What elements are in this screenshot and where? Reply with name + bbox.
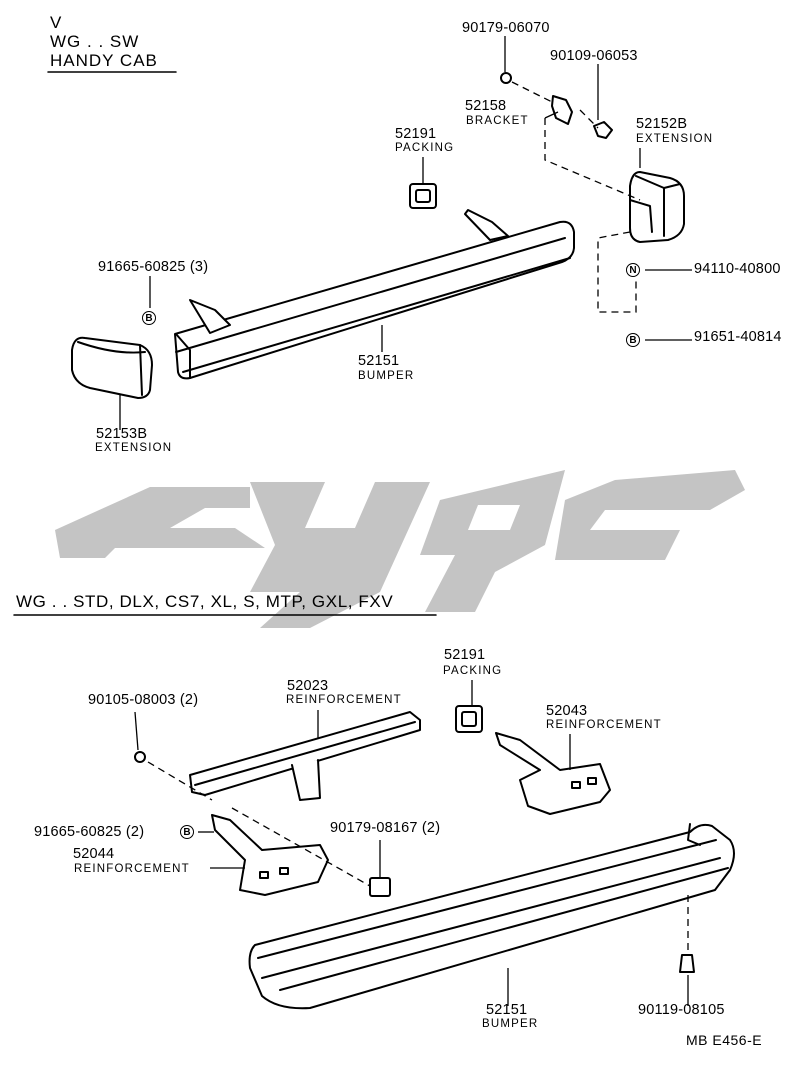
label-52023: 52023 xyxy=(287,678,329,694)
reinforcement-52043 xyxy=(495,732,611,815)
b-symbol-bottom: B xyxy=(180,825,194,839)
header-top-line3: HANDY CAB xyxy=(50,51,158,70)
label-packing-top: PACKING xyxy=(395,142,455,154)
label-52043: 52043 xyxy=(546,703,588,719)
header-top-line2: WG . . SW xyxy=(50,32,140,51)
extension-right xyxy=(629,171,685,243)
label-packing-bottom: PACKING xyxy=(443,665,503,677)
watermark-logo xyxy=(55,470,745,628)
label-52044: 52044 xyxy=(73,846,115,862)
label-52191-bottom: 52191 xyxy=(444,647,486,663)
label-90105-08003: 90105-08003 (2) xyxy=(88,692,199,708)
footer-code: MB E456-E xyxy=(686,1032,763,1048)
label-90179-08167: 90179-08167 (2) xyxy=(330,820,441,836)
label-90119-08105: 90119-08105 xyxy=(638,1002,725,1018)
b-symbol-top: B xyxy=(142,311,156,325)
bolt-90105 xyxy=(134,751,146,763)
bumper-beam-top xyxy=(174,209,575,380)
label-extension-right: EXTENSION xyxy=(636,133,714,145)
label-91665-60825-2: 91665-60825 (2) xyxy=(34,824,145,840)
label-94110-40800: 94110-40800 xyxy=(694,261,781,277)
reinforcement-52023 xyxy=(189,711,421,801)
n-symbol: N xyxy=(626,263,640,277)
header-top-line1: V xyxy=(50,13,63,32)
extension-left xyxy=(71,336,153,399)
header-bottom: WG . . STD, DLX, CS7, XL, S, MTP, GXL, F… xyxy=(16,592,394,611)
label-90109-06053: 90109-06053 xyxy=(550,48,638,64)
label-91651-40814: 91651-40814 xyxy=(694,329,782,345)
label-90179-06070: 90179-06070 xyxy=(462,20,550,36)
bolt-90119 xyxy=(679,954,695,973)
packing-bottom xyxy=(455,705,483,733)
label-reinforcement-52043: REINFORCEMENT xyxy=(546,719,662,731)
reinforcement-52044 xyxy=(211,814,329,896)
screw-90179 xyxy=(500,72,512,84)
label-52153b: 52153B xyxy=(96,426,148,442)
label-reinforcement-52023: REINFORCEMENT xyxy=(286,694,402,706)
label-bracket: BRACKET xyxy=(466,115,529,127)
clip-part xyxy=(369,877,391,897)
label-52191-top: 52191 xyxy=(395,126,437,142)
label-bumper-top: BUMPER xyxy=(358,370,415,382)
label-bumper-bottom: BUMPER xyxy=(482,1018,539,1030)
bracket-part xyxy=(551,95,573,125)
label-52151-bottom: 52151 xyxy=(486,1002,528,1018)
b-symbol-right: B xyxy=(626,333,640,347)
bolt-90109 xyxy=(593,121,613,139)
label-52158: 52158 xyxy=(465,98,507,114)
packing-top xyxy=(409,183,437,209)
label-52151-top: 52151 xyxy=(358,353,400,369)
label-reinforcement-52044: REINFORCEMENT xyxy=(74,863,190,875)
label-91665-60825-3: 91665-60825 (3) xyxy=(98,259,209,275)
label-extension-left: EXTENSION xyxy=(95,442,173,454)
label-52152b: 52152B xyxy=(636,116,688,132)
bumper-bottom xyxy=(248,823,735,1010)
